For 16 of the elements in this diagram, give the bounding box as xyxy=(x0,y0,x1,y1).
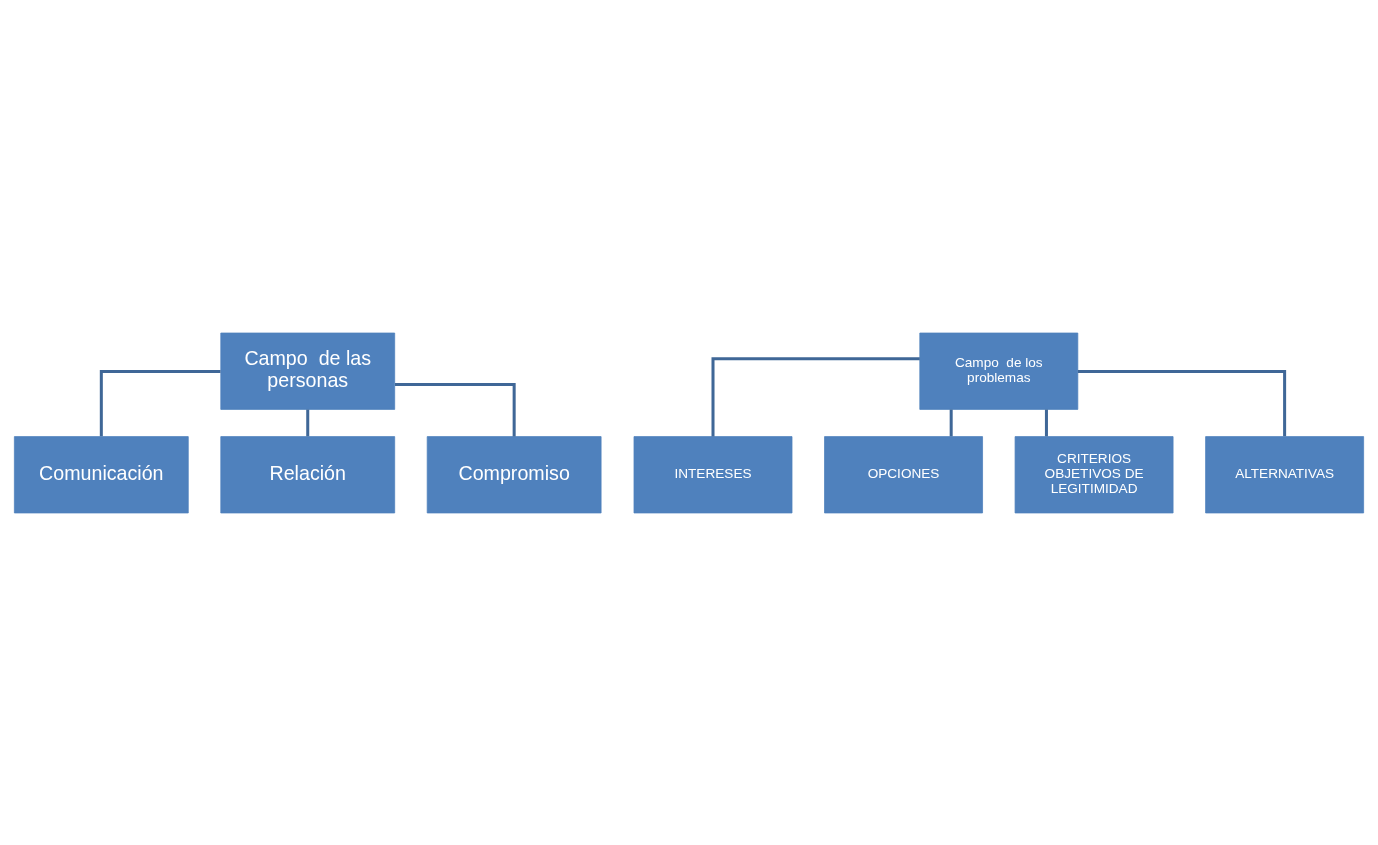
node-box: Compromiso xyxy=(426,435,602,513)
node-box: OPCIONES xyxy=(824,435,983,513)
connector xyxy=(1044,409,1048,436)
node-box: Comunicación xyxy=(14,435,189,513)
node-box: ALTERNATIVAS xyxy=(1205,435,1364,513)
connector xyxy=(1077,369,1287,436)
node-box: CRITERIOS OBJETIVOS DE LEGITIMIDAD xyxy=(1014,435,1174,513)
node-box: Campo de los problemas xyxy=(919,332,1079,410)
node-box: INTERESES xyxy=(633,435,793,513)
connector xyxy=(306,409,310,436)
connector xyxy=(99,369,221,436)
connector xyxy=(949,409,953,436)
node-box: Relación xyxy=(220,435,396,513)
connector xyxy=(711,356,920,436)
connector xyxy=(395,382,516,436)
node-box: Campo de las personas xyxy=(220,332,396,410)
